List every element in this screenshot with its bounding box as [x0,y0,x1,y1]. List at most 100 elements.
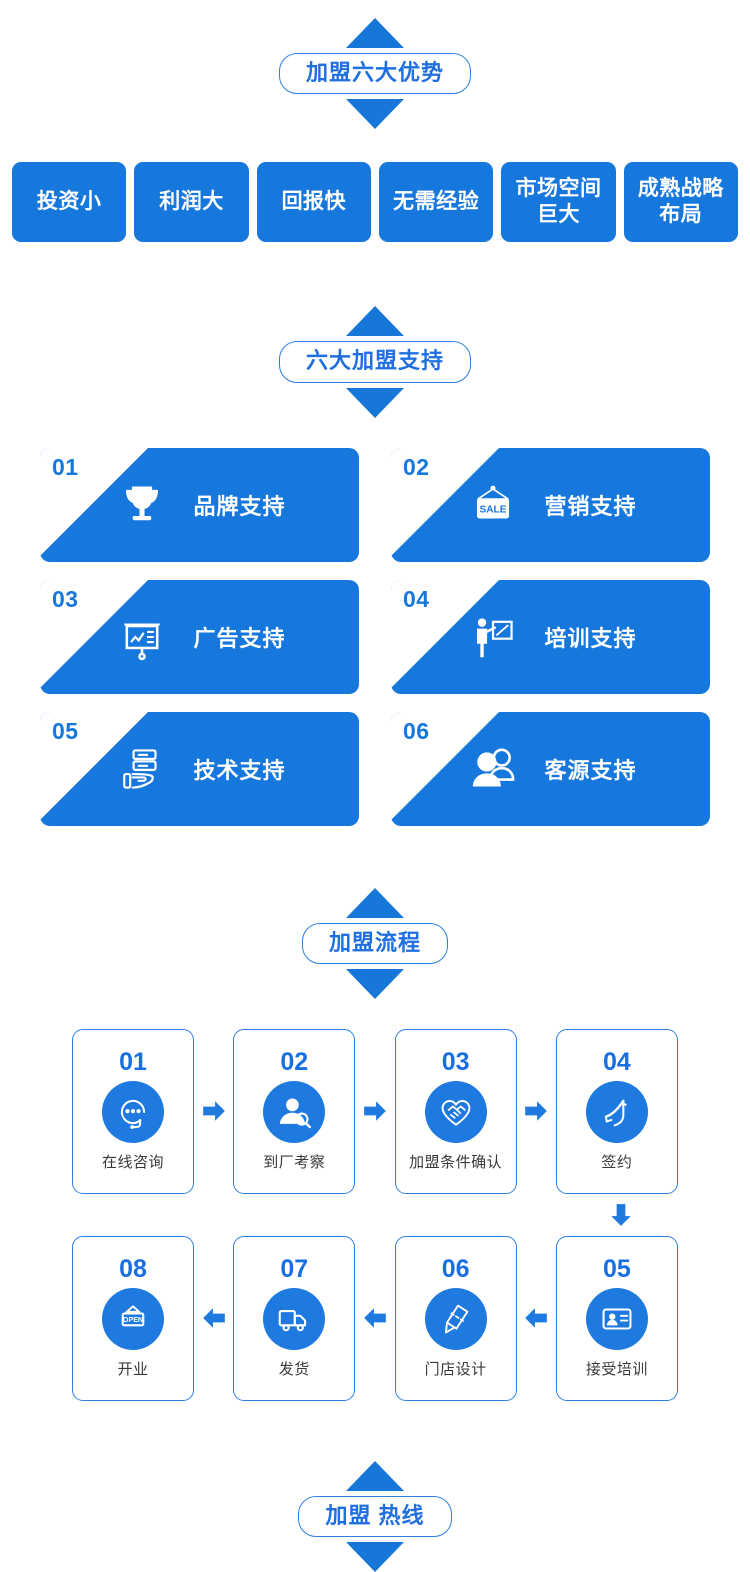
process-step-card[interactable]: 08 OPEN 开业 [72,1235,194,1401]
arrow-right-icon [364,1101,386,1122]
training-card-icon [585,1288,648,1351]
advantages-title: 加盟六大优势 [278,53,471,95]
support-card-number: 01 [52,453,79,480]
arrow-left-icon [525,1308,548,1329]
step-label: 在线咨询 [101,1154,164,1172]
sale-sign-text: SALE [480,504,507,515]
arrow-right-icon [202,1101,225,1122]
step-number: 05 [603,1255,631,1284]
truck-icon [263,1288,326,1351]
process-step-card[interactable]: 06 门店设计 [394,1235,517,1401]
advantage-tag[interactable]: 市场空间 巨大 [501,162,616,243]
support-card-number: 04 [403,585,430,612]
advantage-label-line2: 布局 [659,203,703,227]
arrow-right-icon [525,1101,548,1122]
triangle-up-icon [346,18,404,48]
handshake-heart-icon [424,1081,487,1144]
support-card-grid: 01 品牌支持 02 SALE 营销支持 [0,447,750,826]
step-number: 03 [441,1048,470,1077]
support-card-label: 营销支持 [544,493,637,519]
two-users-icon [464,740,522,798]
step-number: 04 [603,1048,631,1077]
support-card-label: 品牌支持 [193,493,286,519]
presentation-chart-icon [113,608,171,666]
support-card-label: 培训支持 [544,625,637,651]
person-search-icon [263,1081,326,1144]
pencil-ruler-icon [424,1288,487,1351]
triangle-up-icon [346,887,404,918]
open-sign-text: OPEN [123,1317,143,1325]
support-title: 六大加盟支持 [278,341,471,383]
step-number: 06 [441,1255,470,1284]
step-label: 到厂考察 [263,1154,326,1172]
triangle-down-icon [346,1542,404,1572]
step-number: 07 [280,1255,309,1284]
support-card-number: 06 [403,717,430,744]
advantage-label-line1: 成熟战略 [637,177,724,201]
support-card[interactable]: 01 品牌支持 [40,447,359,562]
arrow-left-icon [364,1308,386,1329]
open-sign-icon: OPEN [102,1288,164,1351]
process-row-first: 01 在线咨询 02 [72,1028,678,1194]
support-card-label: 广告支持 [193,625,286,651]
support-card-number: 03 [52,585,79,612]
arrow-down-icon [611,1204,631,1226]
step-number: 01 [119,1048,147,1077]
process-title: 加盟流程 [301,922,448,964]
process-step-card[interactable]: 04 签约 [555,1028,678,1194]
triangle-down-icon [346,99,404,130]
trainer-whiteboard-icon [464,608,522,666]
step-label: 加盟条件确认 [409,1154,503,1172]
sale-sign-icon: SALE [464,476,522,534]
step-label: 开业 [117,1361,149,1379]
process-row-second: 08 OPEN 开业 07 [72,1235,678,1401]
advantage-label-line1: 投资小 [36,190,102,214]
triangle-down-icon [346,968,404,999]
advantage-label-line2: 巨大 [536,203,580,227]
support-card[interactable]: 04 培训支持 [391,579,710,694]
advantage-tag[interactable]: 利润大 [134,162,249,243]
process-step-card[interactable]: 03 加盟条件确认 [394,1028,517,1194]
support-card-number: 05 [52,717,79,744]
support-card[interactable]: 03 广告支持 [40,579,359,694]
support-card[interactable]: 02 SALE 营销支持 [391,447,710,562]
advantage-label-line1: 利润大 [159,190,224,214]
arrow-left-icon [202,1308,225,1329]
step-label: 签约 [601,1154,633,1172]
step-number: 02 [280,1048,309,1077]
support-card-label: 技术支持 [193,757,286,783]
advantages-tag-row: 投资小 利润大 回报快 无需经验 市场空间 巨大 成熟战略 布局 [0,162,750,243]
step-number: 08 [119,1255,147,1284]
advantage-tag[interactable]: 无需经验 [378,162,494,243]
hotline-section-header: 加盟 热线 [0,1460,750,1572]
advantage-tag[interactable]: 回报快 [256,162,371,243]
advantage-label-line1: 市场空间 [515,177,602,201]
triangle-down-icon [346,387,404,418]
hand-server-icon [113,740,171,798]
step-label: 发货 [278,1361,310,1379]
advantage-tag[interactable]: 投资小 [12,162,127,243]
support-card-label: 客源支持 [544,757,637,783]
sign-contract-icon [585,1081,648,1144]
support-card[interactable]: 05 技术支持 [40,711,359,826]
process-flow: 01 在线咨询 02 [0,1028,750,1401]
step-label: 门店设计 [424,1361,487,1379]
support-section-header: 六大加盟支持 [0,306,750,418]
process-step-card[interactable]: 01 在线咨询 [72,1028,194,1194]
arrow-down-connector [72,1202,678,1228]
step-label: 接受培训 [585,1361,648,1379]
process-step-card[interactable]: 07 发货 [233,1235,356,1401]
triangle-up-icon [346,306,404,337]
advantage-tag[interactable]: 成熟战略 布局 [623,162,738,243]
headset-chat-icon [102,1081,164,1144]
advantages-section-header: 加盟六大优势 [0,18,750,130]
hotline-title: 加盟 热线 [298,1495,452,1538]
process-section-header: 加盟流程 [0,887,750,999]
support-card-number: 02 [403,453,430,480]
process-step-card[interactable]: 05 接受培训 [555,1235,678,1401]
process-step-card[interactable]: 02 到厂考察 [233,1028,356,1194]
advantage-label-line1: 回报快 [281,190,347,214]
trophy-icon [113,476,171,534]
support-card[interactable]: 06 客源支持 [391,711,710,826]
triangle-up-icon [346,1460,404,1491]
